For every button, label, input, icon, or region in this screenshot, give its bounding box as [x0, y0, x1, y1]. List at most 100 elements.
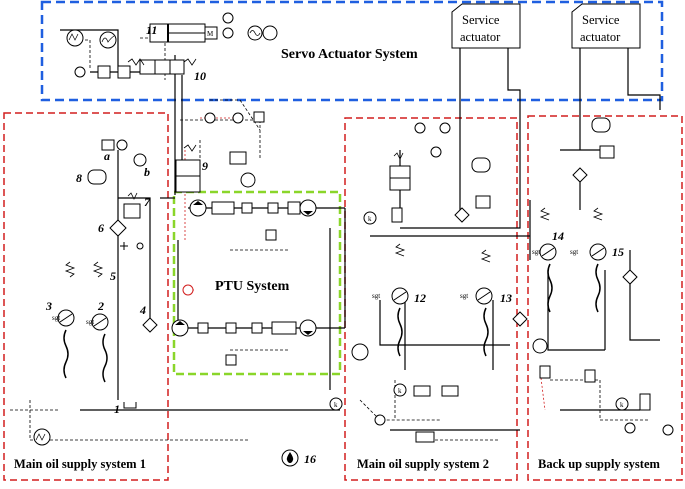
- servo-actuator-region: [40, 0, 664, 102]
- ptu-bottom-block-2: [225, 322, 237, 334]
- ptu-bottom-sub-block: [225, 354, 237, 366]
- ptu-bottom-shaft: [271, 321, 297, 335]
- servo-sensor-icon: [222, 27, 234, 39]
- drive-shaft-14: [547, 263, 553, 313]
- k-tag-2: k: [398, 387, 402, 395]
- k-tag-1: k: [368, 215, 372, 223]
- drive-shaft-3: [63, 329, 69, 379]
- signal-source-icon: [66, 29, 84, 47]
- pump-3: [57, 309, 75, 327]
- k-sensor-main-2-icon: [363, 211, 377, 225]
- label-6: 6: [98, 221, 104, 235]
- relief-valve-main-2: [475, 195, 491, 209]
- label-4: 4: [139, 303, 146, 317]
- label-1: 1: [114, 402, 120, 416]
- label-8: 8: [76, 171, 82, 185]
- label-b: b: [144, 165, 150, 179]
- pump-12-tag: sgt: [372, 292, 380, 300]
- drop-16-icon: [281, 449, 299, 467]
- tank-1-icon: [123, 402, 137, 409]
- servo-motor-icon: [222, 12, 234, 24]
- main-piping: [60, 29, 661, 431]
- reservoir-8: [87, 169, 107, 185]
- motor-backup-icon: [532, 338, 548, 354]
- spring-3-icon: [64, 261, 76, 278]
- service-actuator-left: Service actuator: [451, 3, 521, 49]
- label-a: a: [104, 149, 110, 163]
- block-backup-1: [539, 365, 551, 379]
- main-supply-1-region: [3, 112, 169, 481]
- amplifier-block: [117, 65, 131, 79]
- ptu-bottom-pump: [171, 319, 189, 337]
- filter-6-icon: [109, 219, 127, 237]
- feedback-sensor-icon: [262, 25, 278, 41]
- label-11: 11: [146, 23, 157, 37]
- label-10: 10: [194, 69, 206, 83]
- signal-bottom-left-icon: [33, 428, 51, 446]
- valve-9: [175, 144, 201, 193]
- spring-main-2-a-icon: [394, 243, 406, 257]
- drive-shaft-12: [397, 307, 403, 357]
- drive-shaft-2: [102, 333, 108, 383]
- ptu-bottom-block-1: [197, 322, 209, 334]
- ptu-top-sub-block: [265, 229, 277, 241]
- filter-main-2-b-icon: [512, 311, 528, 327]
- label-16: 16: [304, 452, 316, 466]
- k-tag-3: k: [334, 401, 338, 409]
- accumulator-top-icon: [240, 172, 256, 188]
- signal-source-2-icon: [99, 31, 117, 49]
- k-sensor-backup-icon: [615, 397, 629, 411]
- k-sensor-main-2-b-icon: [393, 383, 407, 397]
- reservoir-backup: [591, 117, 611, 133]
- service-actuator-right: Service actuator: [571, 3, 641, 49]
- pump-14-tag: sgt: [532, 248, 540, 256]
- pump-2: [91, 313, 109, 331]
- label-14: 14: [552, 229, 564, 243]
- pump-13: [475, 287, 493, 305]
- servo-cylinder: M: [149, 23, 218, 43]
- service-actuator-right-line2: actuator: [580, 30, 621, 44]
- filter-backup-2-icon: [622, 269, 638, 285]
- signal-lines: [10, 37, 650, 441]
- block-main-2-bottom-2: [441, 385, 459, 397]
- ptu-top-shaft-1: [211, 201, 235, 215]
- pump-15: [589, 243, 607, 261]
- block-backup-3: [639, 393, 651, 411]
- backup-supply-title: Back up supply system: [538, 457, 660, 471]
- spring-5-icon: [92, 261, 104, 278]
- signal-main-2-icon: [351, 343, 369, 361]
- ptu-top-pump: [189, 199, 207, 217]
- ptu-top-shaft-2: [287, 201, 301, 215]
- summing-main-2-icon: [374, 414, 386, 426]
- block-top-3: [253, 111, 265, 123]
- ptu-bottom-block-3: [251, 322, 263, 334]
- backup-supply-region: [527, 115, 683, 481]
- relief-valve-7: [123, 192, 141, 219]
- k-tag-4: k: [620, 401, 624, 409]
- gauge-a-icon: [116, 139, 128, 151]
- drive-shaft-15: [595, 263, 601, 313]
- spring-main-2-b-icon: [480, 249, 492, 263]
- label-7: 7: [144, 195, 151, 209]
- pump-13-tag: sgt: [460, 292, 468, 300]
- spring-backup-a-icon: [539, 207, 551, 221]
- ptu-bottom-motor: [299, 319, 317, 337]
- service-actuator-right-line1: Service: [582, 13, 620, 27]
- sensor-main-2-1-icon: [414, 122, 426, 134]
- block-main-2-k: [391, 207, 403, 223]
- gauge-main-2-icon: [430, 146, 442, 158]
- main-supply-2-title: Main oil supply system 2: [357, 457, 489, 471]
- pump-3-tag: sgt: [52, 314, 60, 322]
- valve-main-2: [389, 152, 411, 191]
- filter-backup-1-icon: [572, 167, 588, 183]
- ptu-top-block-2: [267, 202, 279, 214]
- block-backup-2: [584, 369, 596, 383]
- sensor-backup-icon: [662, 424, 674, 436]
- relief-valve-backup: [599, 145, 615, 159]
- sensor-main-2-2-icon: [439, 122, 451, 134]
- ptu-top-motor: [299, 199, 317, 217]
- pump-12: [391, 287, 409, 305]
- block-main-2-bottom-3: [415, 431, 435, 443]
- label-2: 2: [97, 299, 104, 313]
